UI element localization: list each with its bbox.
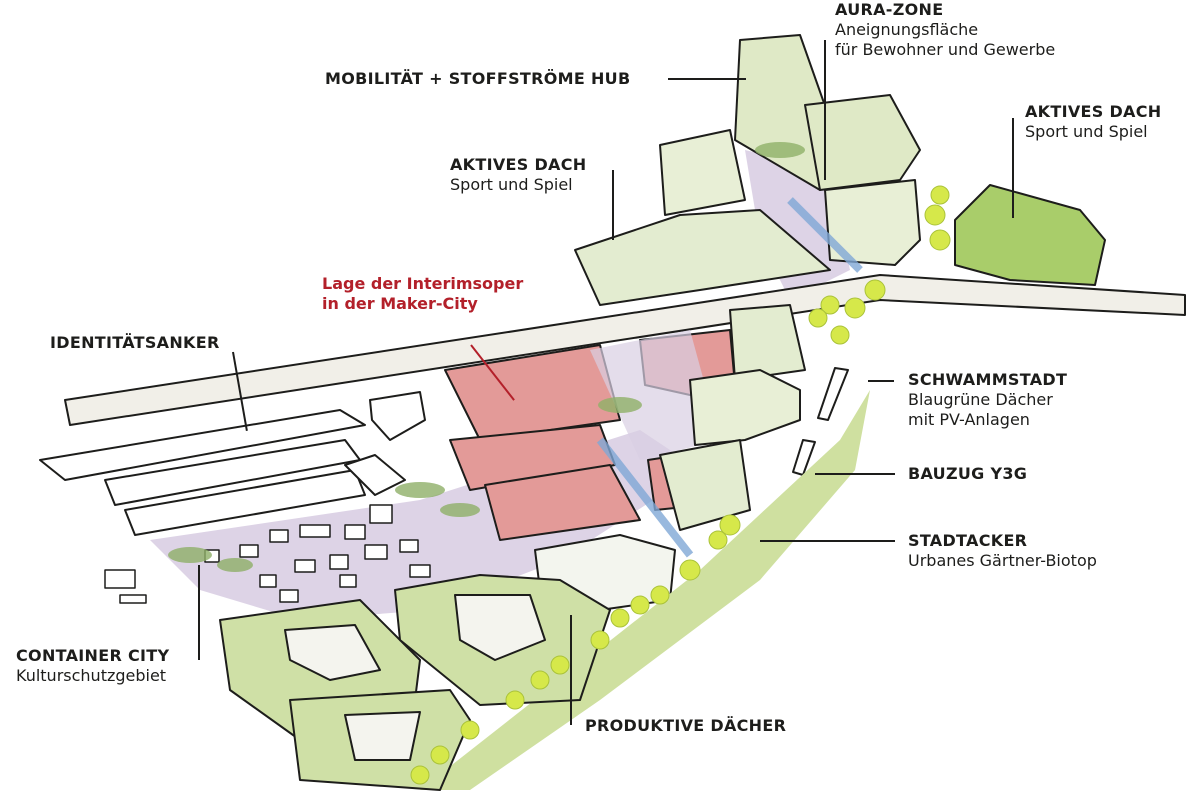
aktives-dach-right [954,184,1106,286]
railway-viaduct [64,274,1186,426]
container-city-blocks [104,504,431,604]
green-building [659,129,746,216]
label-text: Kulturschutzgebiet [16,666,167,685]
label-text: Sport und Spiel [450,175,573,194]
label-text: Aneignungsfläche [835,20,979,39]
small-building [369,391,426,441]
label-text: Blaugrüne Dächer [908,390,1053,409]
courtyard [284,624,381,681]
green-building [804,94,921,191]
label-title: BAUZUG Y3G [908,464,1028,483]
label-interim-opera: Lage der Interimsoper in der Maker-City [322,274,523,314]
leader-line [612,170,614,240]
label-text: mit PV-Anlagen [908,410,1030,429]
green-building [659,439,751,531]
label-text: in der Maker-City [322,294,478,313]
small-building [344,454,406,496]
label-title: STADTACKER [908,531,1028,550]
label-title: SCHWAMMSTADT [908,370,1068,389]
label-active-roof-left: AKTIVES DACH Sport und Spiel [450,155,586,195]
leader-line [824,40,826,180]
label-mobility-hub: MOBILITÄT + STOFFSTRÖME HUB [325,69,630,89]
label-text: für Bewohner und Gewerbe [835,40,1056,59]
label-city-field: STADTACKER Urbanes Gärtner-Biotop [908,531,1097,571]
leader-line [198,565,200,660]
green-building [824,179,921,266]
leader-line [815,473,895,475]
label-text: Urbanes Gärtner-Biotop [908,551,1097,570]
label-aura-zone: AURA-ZONE Aneignungsfläche für Bewohner … [835,0,1055,60]
water-flow-arrows [596,197,863,558]
courtyard [454,594,546,661]
tree-canopies [168,142,805,572]
green-building [729,304,806,381]
label-title: IDENTITÄTSANKER [50,333,220,352]
leader-line [570,615,572,725]
leader-line [1012,118,1014,218]
leader-line [668,78,746,80]
label-text: Lage der Interimsoper [322,274,524,293]
opera-block [484,464,641,541]
label-title: CONTAINER CITY [16,646,170,665]
leader-line [868,380,894,382]
green-building [689,369,801,446]
label-title: MOBILITÄT + STOFFSTRÖME HUB [325,69,631,88]
label-sponge-city: SCHWAMMSTADT Blaugrüne Dächer mit PV-Anl… [908,370,1067,430]
label-container-city: CONTAINER CITY Kulturschutzgebiet [16,646,169,686]
label-title: AKTIVES DACH [1025,102,1162,121]
label-identity-anchor: IDENTITÄTSANKER [50,333,220,353]
green-building [574,209,831,306]
label-productive-roofs: PRODUKTIVE DÄCHER [585,716,786,736]
label-title: PRODUKTIVE DÄCHER [585,716,787,735]
label-active-roof-right: AKTIVES DACH Sport und Spiel [1025,102,1161,142]
plaza-area [590,330,720,460]
construction-train [817,367,849,421]
hall-building [39,409,366,481]
label-text: Sport und Spiel [1025,122,1148,141]
hall-building [124,469,366,536]
courtyard [344,711,421,761]
label-construction-train: BAUZUG Y3G [908,464,1027,484]
trees [410,185,951,785]
label-title: AKTIVES DACH [450,155,587,174]
label-title: AURA-ZONE [835,0,944,19]
leader-line [760,540,895,542]
